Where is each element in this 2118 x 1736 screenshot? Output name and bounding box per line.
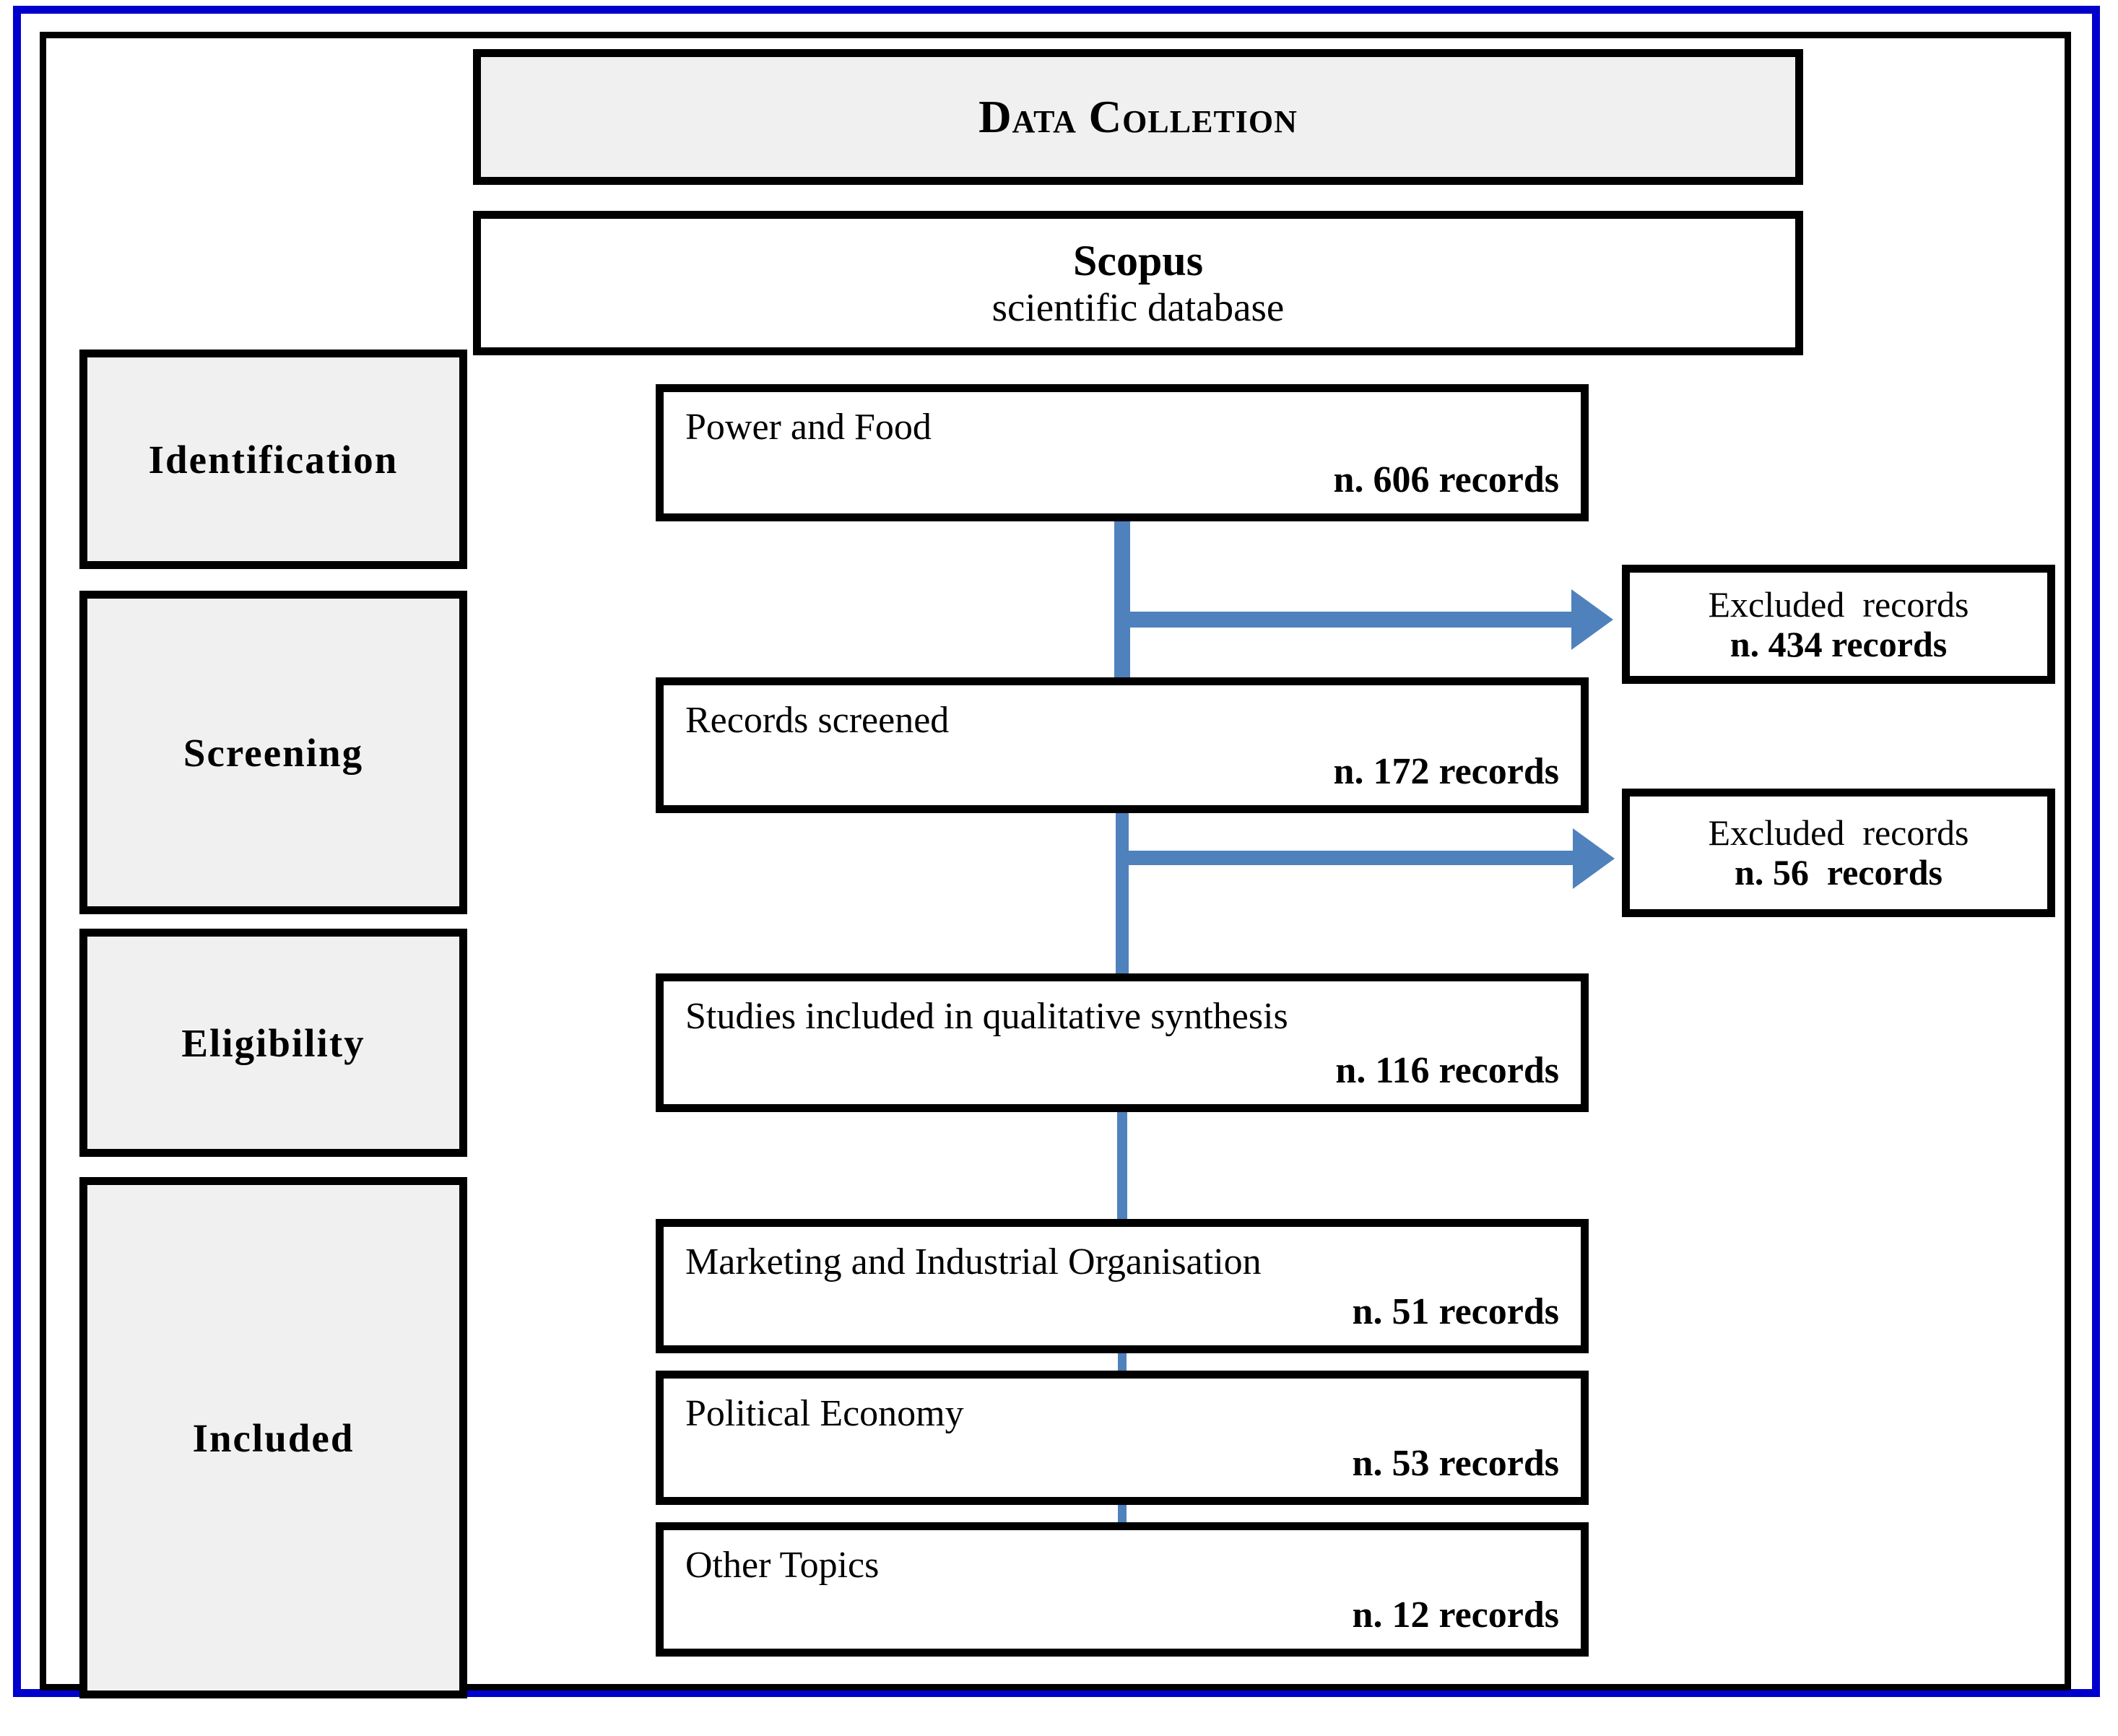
header-title: Data Colletion bbox=[978, 91, 1298, 142]
flow-connector-spine bbox=[1118, 1349, 1127, 1375]
flow-box-title: Political Economy bbox=[685, 1393, 964, 1434]
flow-box-count: n. 53 records bbox=[1352, 1443, 1559, 1485]
flow-connector-spine bbox=[1118, 1501, 1127, 1527]
excluded-box-count: n. 56 records bbox=[1735, 852, 1943, 893]
excluded-box-title: Excluded records bbox=[1708, 583, 1969, 625]
flow-box-political-economy: Political Economy n. 53 records bbox=[656, 1371, 1589, 1505]
stage-included: Included bbox=[79, 1177, 467, 1698]
flow-box-count: n. 606 records bbox=[1333, 459, 1559, 501]
flow-box-title: Power and Food bbox=[685, 407, 932, 448]
stage-label: Screening bbox=[183, 730, 364, 775]
flow-box-studies-included: Studies included in qualitative synthesi… bbox=[656, 973, 1589, 1112]
flow-box-count: n. 172 records bbox=[1333, 751, 1559, 793]
source-database-description: scientific database bbox=[991, 285, 1285, 329]
stage-eligibility: Eligibility bbox=[79, 929, 467, 1157]
exclusion-arrow-head-icon bbox=[1571, 589, 1613, 650]
data-collection-header: Data Colletion bbox=[473, 49, 1803, 185]
stage-label: Included bbox=[192, 1415, 355, 1460]
flow-box-other-topics: Other Topics n. 12 records bbox=[656, 1522, 1589, 1657]
flow-box-marketing: Marketing and Industrial Organisation n.… bbox=[656, 1219, 1589, 1353]
flow-box-count: n. 116 records bbox=[1335, 1050, 1559, 1092]
exclusion-arrow-stem bbox=[1114, 612, 1582, 628]
exclusion-arrow-stem bbox=[1116, 851, 1584, 865]
flow-box-title: Marketing and Industrial Organisation bbox=[685, 1241, 1262, 1283]
flow-box-power-and-food: Power and Food n. 606 records bbox=[656, 384, 1589, 521]
flow-box-title: Other Topics bbox=[685, 1545, 880, 1586]
inner-frame-border bbox=[40, 32, 2071, 1691]
stage-label: Eligibility bbox=[181, 1020, 365, 1065]
stage-identification: Identification bbox=[79, 350, 467, 569]
outer-frame-border bbox=[13, 6, 2100, 1697]
exclusion-arrow-head-icon bbox=[1573, 828, 1615, 889]
flow-box-title: Studies included in qualitative synthesi… bbox=[685, 996, 1288, 1037]
flow-box-records-screened: Records screened n. 172 records bbox=[656, 677, 1589, 813]
excluded-box-1: Excluded records n. 434 records bbox=[1622, 565, 2055, 684]
source-database-name: Scopus bbox=[1072, 236, 1204, 285]
flow-connector-spine bbox=[1114, 517, 1130, 683]
flow-connector-spine bbox=[1117, 1108, 1127, 1223]
excluded-box-2: Excluded records n. 56 records bbox=[1622, 789, 2055, 917]
excluded-box-title: Excluded records bbox=[1708, 812, 1969, 853]
stage-label: Identification bbox=[148, 437, 399, 482]
flow-box-count: n. 12 records bbox=[1352, 1594, 1559, 1636]
excluded-box-count: n. 434 records bbox=[1729, 623, 1948, 664]
flow-box-title: Records screened bbox=[685, 700, 950, 741]
flow-connector-spine bbox=[1116, 809, 1129, 979]
flow-box-count: n. 51 records bbox=[1352, 1291, 1559, 1333]
stage-screening: Screening bbox=[79, 591, 467, 914]
source-database-box: Scopus scientific database bbox=[473, 211, 1803, 355]
